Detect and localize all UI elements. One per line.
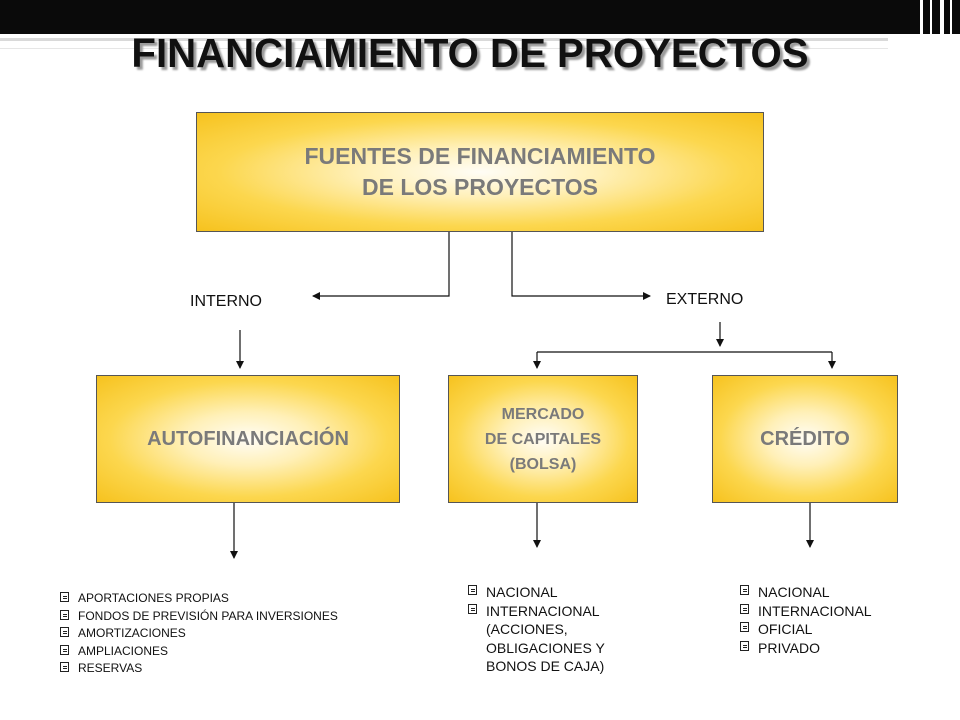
box-credito-label: CRÉDITO <box>760 427 850 450</box>
list-item-label: NACIONAL <box>486 584 558 600</box>
list-item-label: APORTACIONES PROPIAS <box>78 591 229 605</box>
notepad-icon <box>740 603 749 614</box>
list-item: AMORTIZACIONES <box>60 625 338 643</box>
list-item: NACIONAL <box>468 583 605 602</box>
notepad-icon <box>740 622 749 632</box>
notepad-icon <box>60 662 69 672</box>
notepad-icon <box>468 585 477 595</box>
list-item-label: RESERVAS <box>78 661 143 675</box>
box-mercado-label: MERCADO DE CAPITALES (BOLSA) <box>484 405 602 473</box>
list-item: RESERVAS <box>60 660 338 678</box>
list-item: FONDOS DE PREVISIÓN PARA INVERSIONES <box>60 608 338 626</box>
box-fuentes-label: FUENTES DE FINANCIAMIENTO DE LOS PROYECT… <box>304 143 656 200</box>
list-item-label: OFICIAL <box>758 621 813 637</box>
list-mercado: NACIONAL INTERNACIONAL (ACCIONES, OBLIGA… <box>468 583 605 676</box>
top-bar-stripe <box>940 0 944 34</box>
top-bar-stripe <box>930 0 932 34</box>
label-externo: EXTERNO <box>666 291 744 308</box>
label-interno: INTERNO <box>190 293 262 310</box>
list-item-label: FONDOS DE PREVISIÓN PARA INVERSIONES <box>78 608 338 623</box>
connector-interno <box>312 232 450 300</box>
list-item: PRIVADO <box>740 639 872 658</box>
list-item-label: INTERNACIONAL <box>758 602 872 619</box>
list-item-label: AMORTIZACIONES <box>78 626 186 640</box>
title-rule-thin <box>0 48 888 49</box>
top-bar-stripe <box>950 0 952 34</box>
list-item: AMPLIACIONES <box>60 643 338 661</box>
box-mercado-capitales: MERCADO DE CAPITALES (BOLSA) <box>448 375 638 503</box>
list-item-label: PRIVADO <box>758 639 820 656</box>
box-autofinanciacion: AUTOFINANCIACIÓN <box>96 375 400 503</box>
notepad-icon <box>60 627 69 637</box>
list-item-label: INTERNACIONAL (ACCIONES, OBLIGACIONES Y … <box>486 602 605 675</box>
page-title: FINANCIAMIENTO DE PROYECTOS <box>131 30 809 76</box>
notepad-icon <box>60 592 69 602</box>
notepad-icon <box>60 644 69 655</box>
title-rule <box>0 38 888 41</box>
list-item: INTERNACIONAL (ACCIONES, OBLIGACIONES Y … <box>468 602 605 676</box>
notepad-icon <box>468 603 477 614</box>
list-item-label: NACIONAL <box>758 584 830 600</box>
notepad-icon <box>740 640 749 651</box>
box-fuentes-financiamiento: FUENTES DE FINANCIAMIENTO DE LOS PROYECT… <box>196 112 764 232</box>
list-credito: NACIONAL INTERNACIONAL OFICIAL PRIVADO <box>740 583 872 657</box>
list-item: INTERNACIONAL <box>740 602 872 621</box>
list-autofinanciacion: APORTACIONES PROPIAS FONDOS DE PREVISIÓN… <box>60 590 338 678</box>
notepad-icon <box>740 585 749 595</box>
connector-externo <box>511 232 651 300</box>
list-item: APORTACIONES PROPIAS <box>60 590 338 608</box>
top-bar-stripe <box>920 0 923 34</box>
notepad-icon <box>60 609 69 620</box>
list-item: NACIONAL <box>740 583 872 602</box>
box-autofinanciacion-label: AUTOFINANCIACIÓN <box>147 427 349 450</box>
list-item-label: AMPLIACIONES <box>78 643 169 658</box>
box-credito: CRÉDITO <box>712 375 898 503</box>
list-item: OFICIAL <box>740 620 872 639</box>
top-bar <box>0 0 960 34</box>
